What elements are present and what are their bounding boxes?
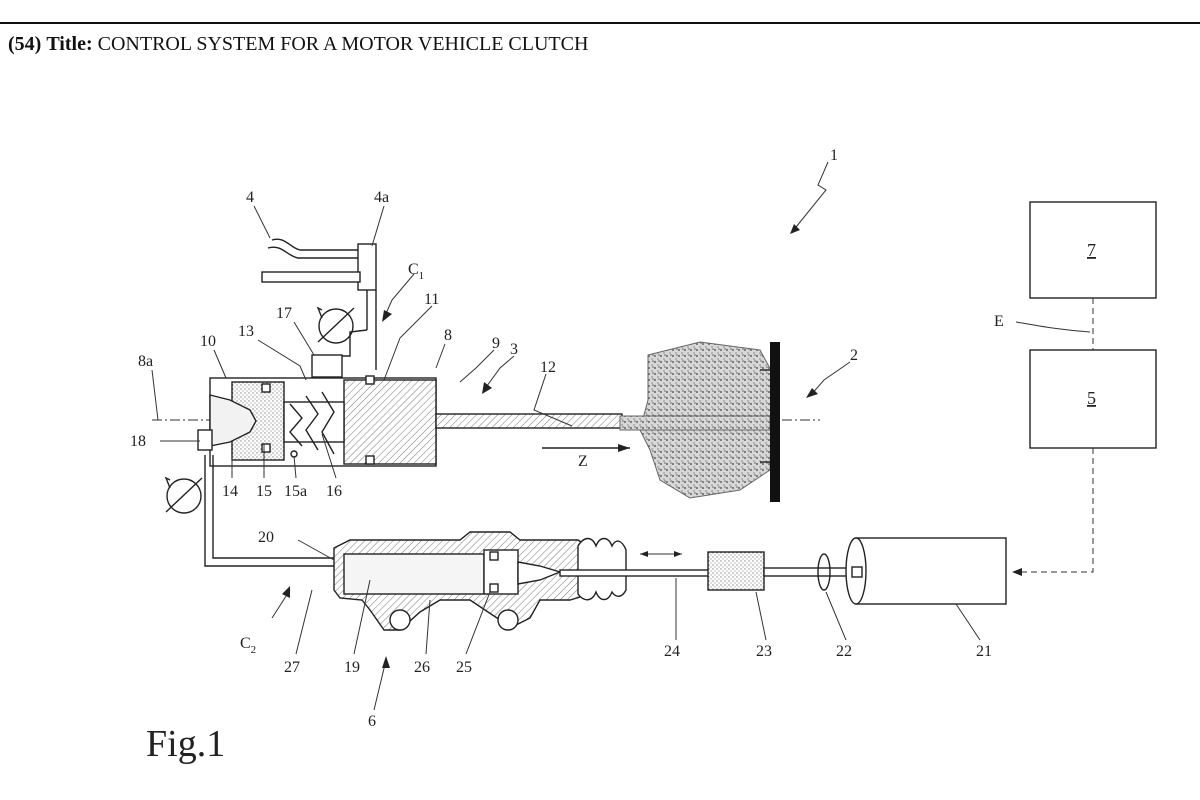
control-signal-line: [1018, 448, 1094, 573]
push-rod: [435, 413, 623, 429]
title-text: CONTROL SYSTEM FOR A MOTOR VEHICLE CLUTC…: [97, 33, 589, 55]
ref-label-c2: C2: [240, 635, 256, 656]
box-label-7: 7: [1087, 240, 1096, 260]
clutch-assembly: [619, 341, 780, 502]
ref-label-17: 17: [276, 305, 292, 322]
ref-label-c2-subscript: 2: [251, 644, 257, 656]
figure-caption: Fig.1: [146, 723, 225, 765]
ref-label-20: 20: [258, 529, 274, 546]
ref-label-24: 24: [664, 643, 680, 660]
ref-label-12: 12: [540, 359, 556, 376]
ref-label-2: 2: [850, 347, 858, 364]
ref-label-19: 19: [344, 659, 360, 676]
bearing: [817, 553, 831, 591]
header-rule: [0, 22, 1200, 24]
ref-label-22: 22: [836, 643, 852, 660]
bidirectional-arrow: [640, 551, 682, 557]
pump-symbol-lower: [164, 476, 203, 514]
patent-title-header: (54) Title: CONTROL SYSTEM FOR A MOTOR V…: [8, 33, 588, 56]
hydraulic-line-c2-inner: [212, 455, 334, 559]
ref-label-23: 23: [756, 643, 772, 660]
ref-label-c1-main: C: [408, 261, 419, 278]
ref-label-16: 16: [326, 483, 342, 500]
ref-label-14: 14: [222, 483, 238, 500]
actuator-cylinder: [333, 531, 591, 631]
ref-label-c1-subscript: 1: [419, 270, 425, 282]
pump-symbol-upper: [316, 306, 355, 344]
ref-label-18: 18: [130, 433, 146, 450]
electric-motor: [845, 537, 1007, 605]
ref-label-13: 13: [238, 323, 254, 340]
ref-label-21: 21: [976, 643, 992, 660]
ref-label-4a: 4a: [374, 189, 389, 206]
title-number: (54): [8, 33, 42, 55]
ref-label-c1: C1: [408, 261, 424, 282]
ref-label-25: 25: [456, 659, 472, 676]
clutch-pedal: [261, 238, 377, 370]
ref-label-3: 3: [510, 341, 518, 358]
leader-lines: [151, 161, 1091, 711]
ref-label-9: 9: [492, 335, 500, 352]
master-cylinder: [197, 354, 437, 467]
ref-label-z: Z: [578, 453, 588, 470]
ref-label-4: 4: [246, 189, 254, 206]
ref-label-15: 15: [256, 483, 272, 500]
ref-label-c2-main: C: [240, 635, 251, 652]
ref-label-8: 8: [444, 327, 452, 344]
unit-box-5: [1029, 349, 1157, 449]
ref-label-8a: 8a: [138, 353, 153, 370]
z-direction-arrow: [542, 444, 630, 452]
box-label-5: 5: [1087, 388, 1096, 408]
unit-box-7: [1029, 201, 1157, 299]
ref-label-6: 6: [368, 713, 376, 730]
ref-label-11: 11: [424, 291, 439, 308]
control-signal-arrowhead: [1012, 568, 1022, 576]
ref-label-1: 1: [830, 147, 838, 164]
ref-label-15a: 15a: [284, 483, 307, 500]
actuator-rod: [559, 569, 711, 577]
title-label: Title:: [46, 33, 93, 55]
bellows: [577, 537, 627, 601]
ref-label-10: 10: [200, 333, 216, 350]
hydraulic-line-c2: [204, 455, 334, 567]
ref-label-26: 26: [414, 659, 430, 676]
ref-label-27: 27: [284, 659, 300, 676]
nut: [707, 551, 765, 591]
ref-label-e: E: [994, 313, 1004, 330]
